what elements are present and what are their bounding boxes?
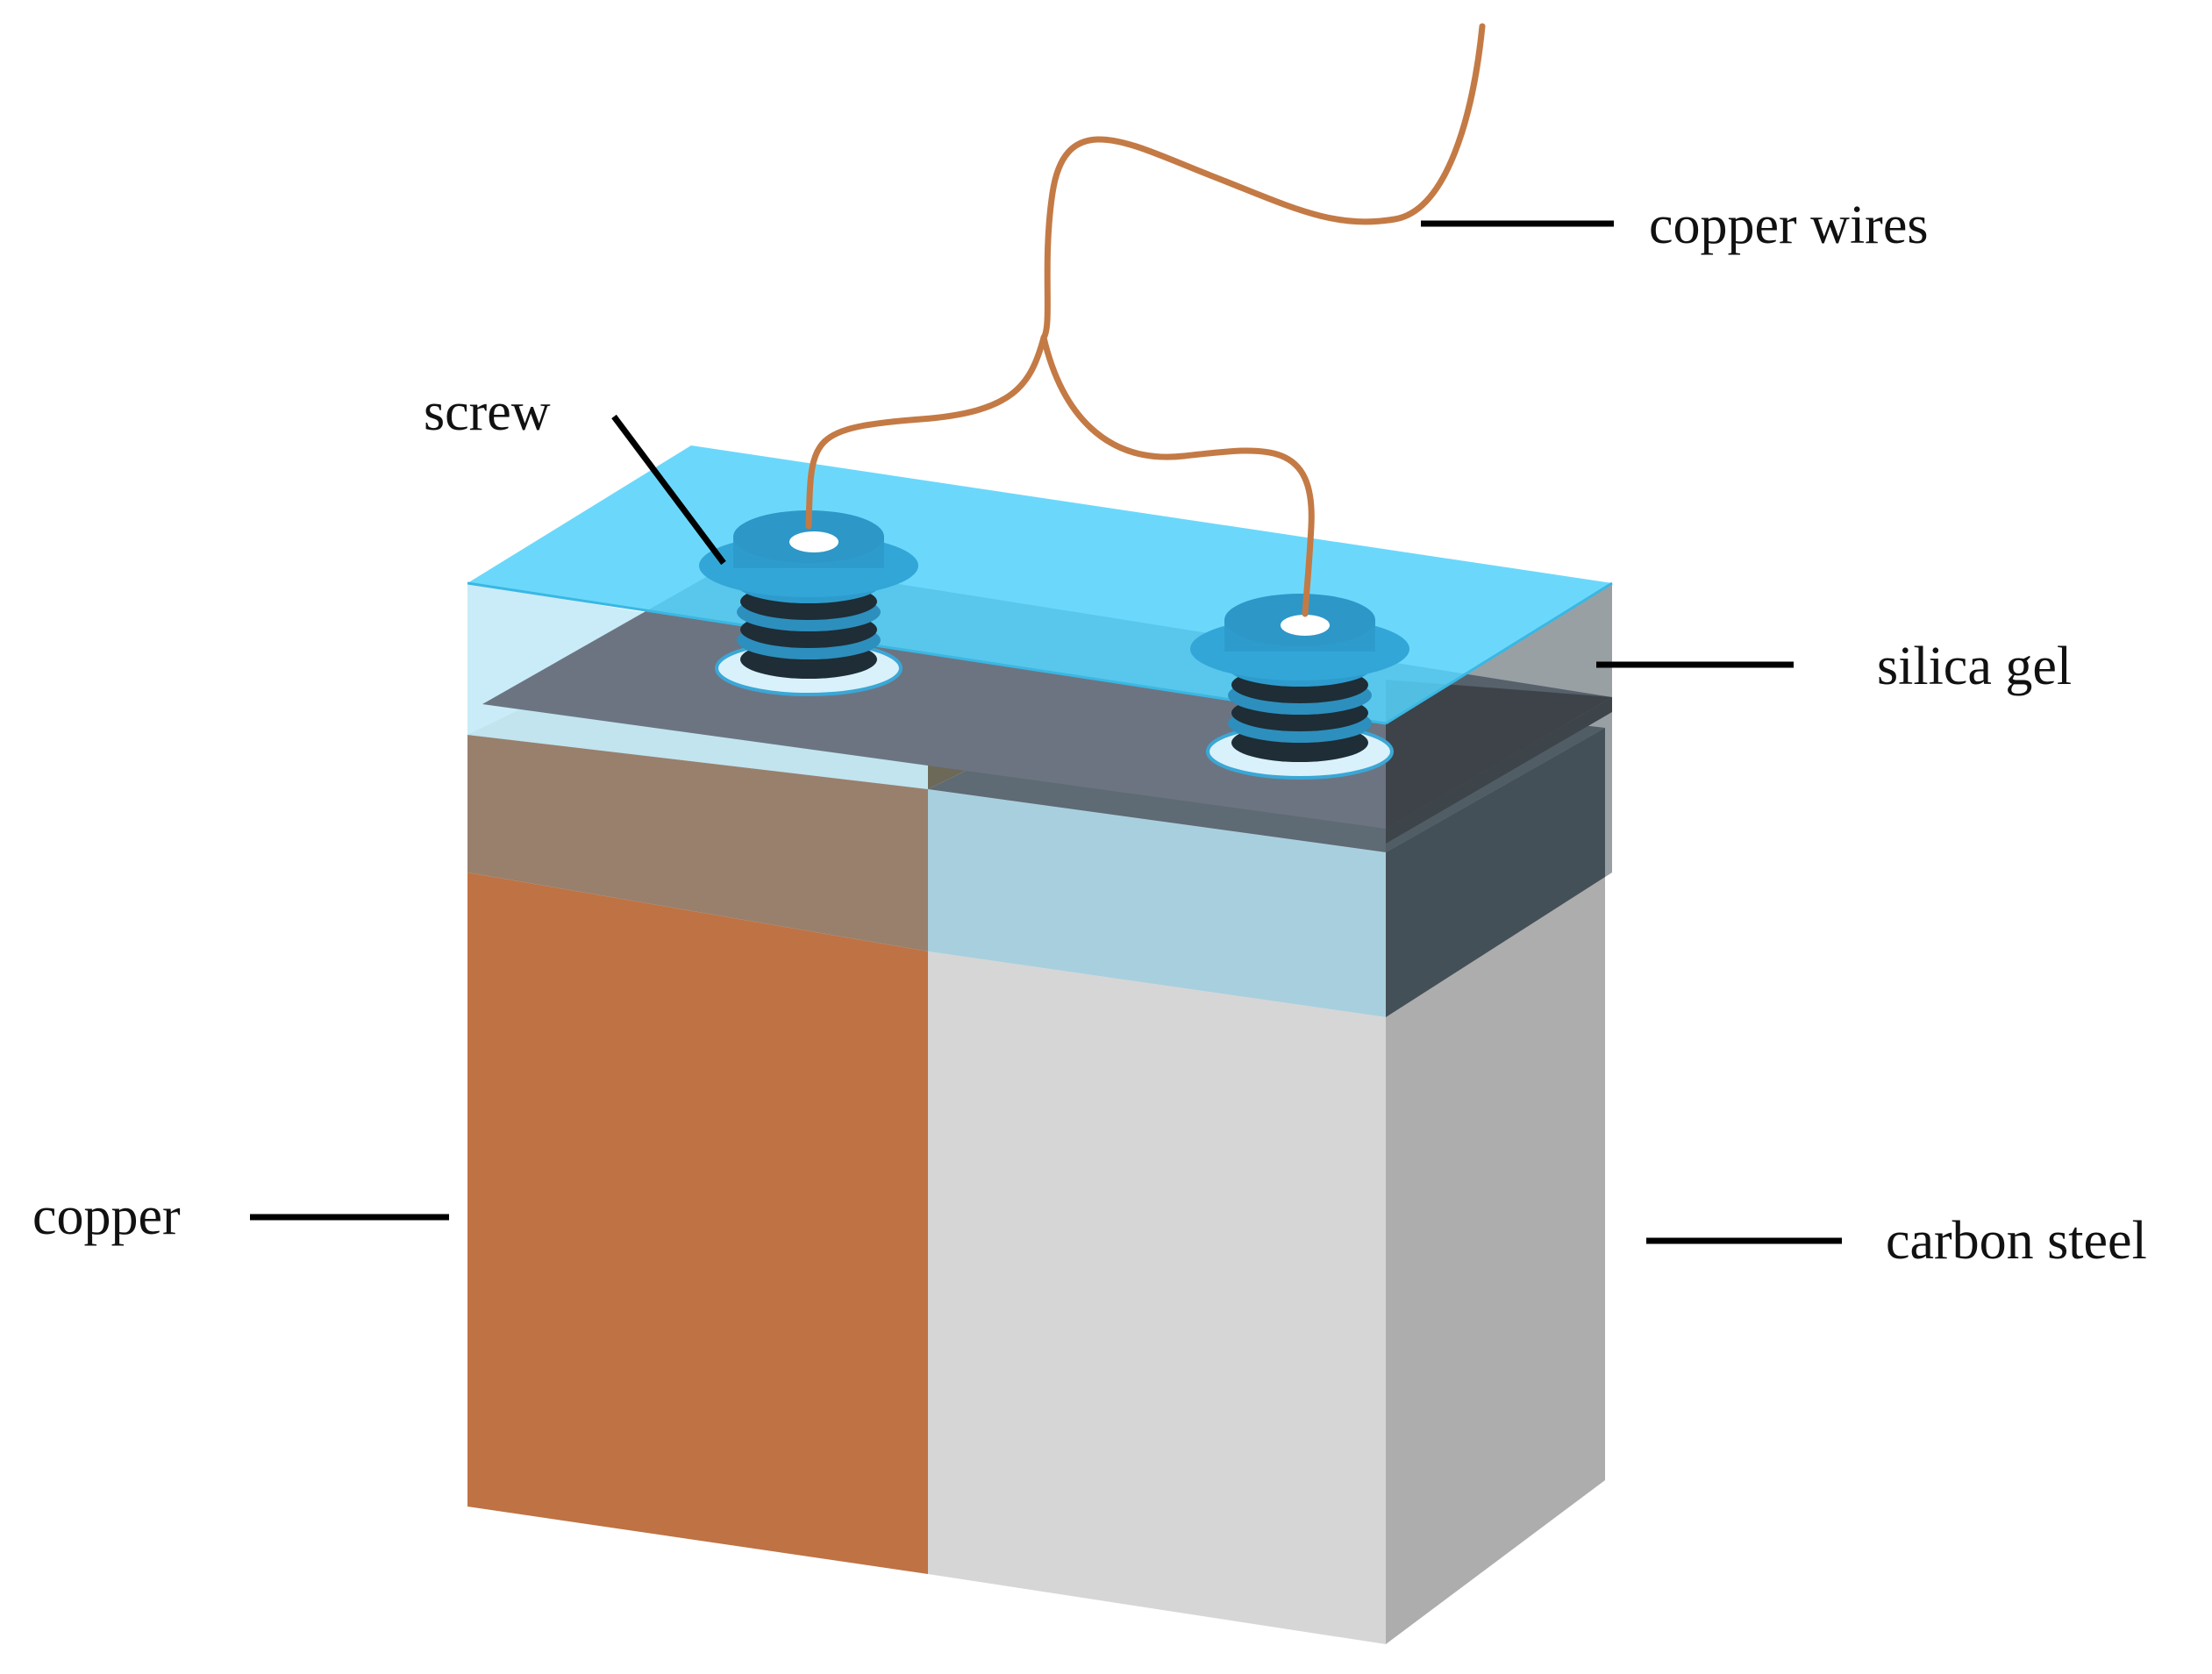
copper-block [467, 873, 928, 1574]
copper-label: copper [32, 1186, 181, 1246]
leader-lines [250, 220, 1842, 1244]
silica-gel-edge [1385, 581, 1613, 725]
copper-wires [805, 23, 1486, 617]
screw-head-hole [789, 531, 838, 552]
screw-leader [611, 414, 726, 566]
copper-wire-main [1040, 23, 1486, 341]
screw-right [1190, 594, 1409, 780]
screw-left [699, 510, 918, 696]
labels: copper wires screw silica gel copper car… [32, 196, 2147, 1271]
copper-embedded-band [467, 735, 928, 951]
screw-head-hole [1281, 615, 1330, 636]
copper-wires-label: copper wires [1649, 196, 1928, 255]
carbon-steel-block [928, 951, 1386, 1644]
steel-embedded-band [928, 789, 1386, 1017]
copper-wire-left-branch [805, 334, 1047, 530]
silica-gel-right-face [1386, 583, 1612, 1017]
carbon-steel-label: carbon steel [1886, 1211, 2147, 1271]
copper-wire-right-branch [1040, 334, 1315, 617]
silica-gel-label: silica gel [1877, 637, 2072, 696]
carbon-steel-side-face [1386, 877, 1605, 1644]
screw-label: screw [424, 382, 551, 442]
